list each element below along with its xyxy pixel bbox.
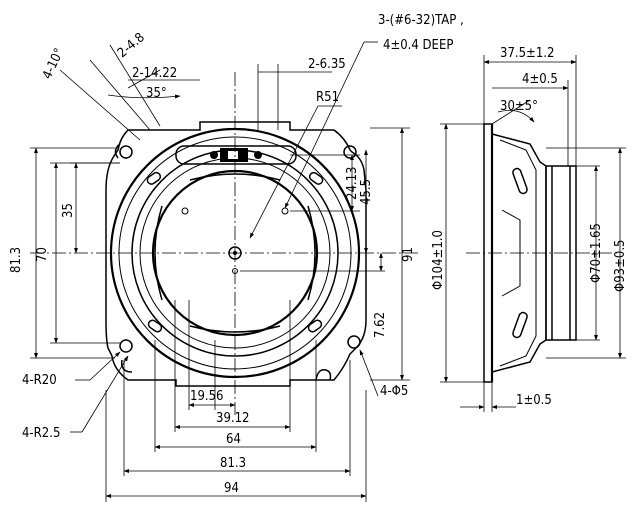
label-angle-4-10: 4-10° — [40, 46, 67, 82]
label-d93: Φ93±0.5 — [613, 240, 628, 292]
slot-tl — [146, 171, 162, 185]
mount-hole-br — [347, 335, 361, 349]
front-view — [30, 72, 420, 415]
mount-hole-tr — [343, 145, 357, 159]
note-line-1: 3-(#6-32)TAP , — [378, 13, 464, 28]
side-slot-bottom — [512, 311, 528, 339]
label-7-62: 7.62 — [373, 312, 388, 338]
window-right — [307, 205, 316, 301]
label-d104: Φ104±1.0 — [431, 230, 446, 290]
window-left — [154, 205, 163, 301]
label-2-14-22: 2-14.22 — [132, 66, 177, 81]
screw-hole-right — [281, 207, 289, 215]
label-angle-35: 35° — [146, 86, 167, 101]
label-4-r2-5: 4-R2.5 — [22, 426, 60, 441]
label-r51: R51 — [316, 90, 339, 105]
label-d70: Φ70±1.65 — [589, 223, 604, 283]
note-line-2: 4±0.4 DEEP — [383, 38, 453, 53]
screw-hole-left — [181, 207, 189, 215]
side-slot-top — [512, 167, 528, 195]
label-39-12: 39.12 — [216, 411, 249, 426]
label-19-56: 19.56 — [190, 389, 223, 404]
side-view — [466, 123, 620, 383]
label-thickness: 1±0.5 — [516, 393, 552, 408]
label-4-phi5: 4-Φ5 — [380, 384, 408, 399]
label-64: 64 — [226, 432, 241, 447]
side-dimensions: 37.5±1.2 4±0.5 30±5° Φ104±1.0 Φ70±1.65 Φ… — [431, 46, 628, 412]
frame-outline — [105, 121, 367, 387]
label-depth: 37.5±1.2 — [500, 46, 554, 61]
label-81-3-vertical: 81.3 — [9, 247, 24, 273]
notch-bottom — [315, 368, 332, 381]
slot-tr — [308, 171, 324, 185]
label-24-13: 24.13 — [345, 167, 360, 200]
slot-bl — [147, 319, 163, 333]
label-81-3-horizontal: 81.3 — [220, 456, 246, 471]
label-45-5: 45.5 — [359, 179, 374, 205]
label-2-6-35: 2-6.35 — [308, 57, 346, 72]
terminal-left — [210, 151, 218, 159]
front-dimensions: 4-10° 2-4.8 2-14.22 35° 2-6.35 R51 24.13… — [9, 30, 416, 502]
label-94: 94 — [224, 481, 239, 496]
label-70: 70 — [35, 247, 50, 262]
terminal-right — [254, 151, 262, 159]
label-91: 91 — [401, 247, 416, 262]
mount-hole-tl — [119, 145, 133, 159]
notch-bottom-left — [120, 359, 133, 373]
slot-br — [307, 319, 323, 333]
notch-top-left — [114, 143, 121, 159]
label-35: 35 — [61, 203, 76, 218]
label-4-r20: 4-R20 — [22, 373, 57, 388]
label-flange: 4±0.5 — [522, 72, 558, 87]
label-angle: 30±5° — [500, 99, 538, 114]
mount-hole-bl — [119, 339, 133, 353]
label-2-4-8: 2-4.8 — [115, 30, 148, 61]
